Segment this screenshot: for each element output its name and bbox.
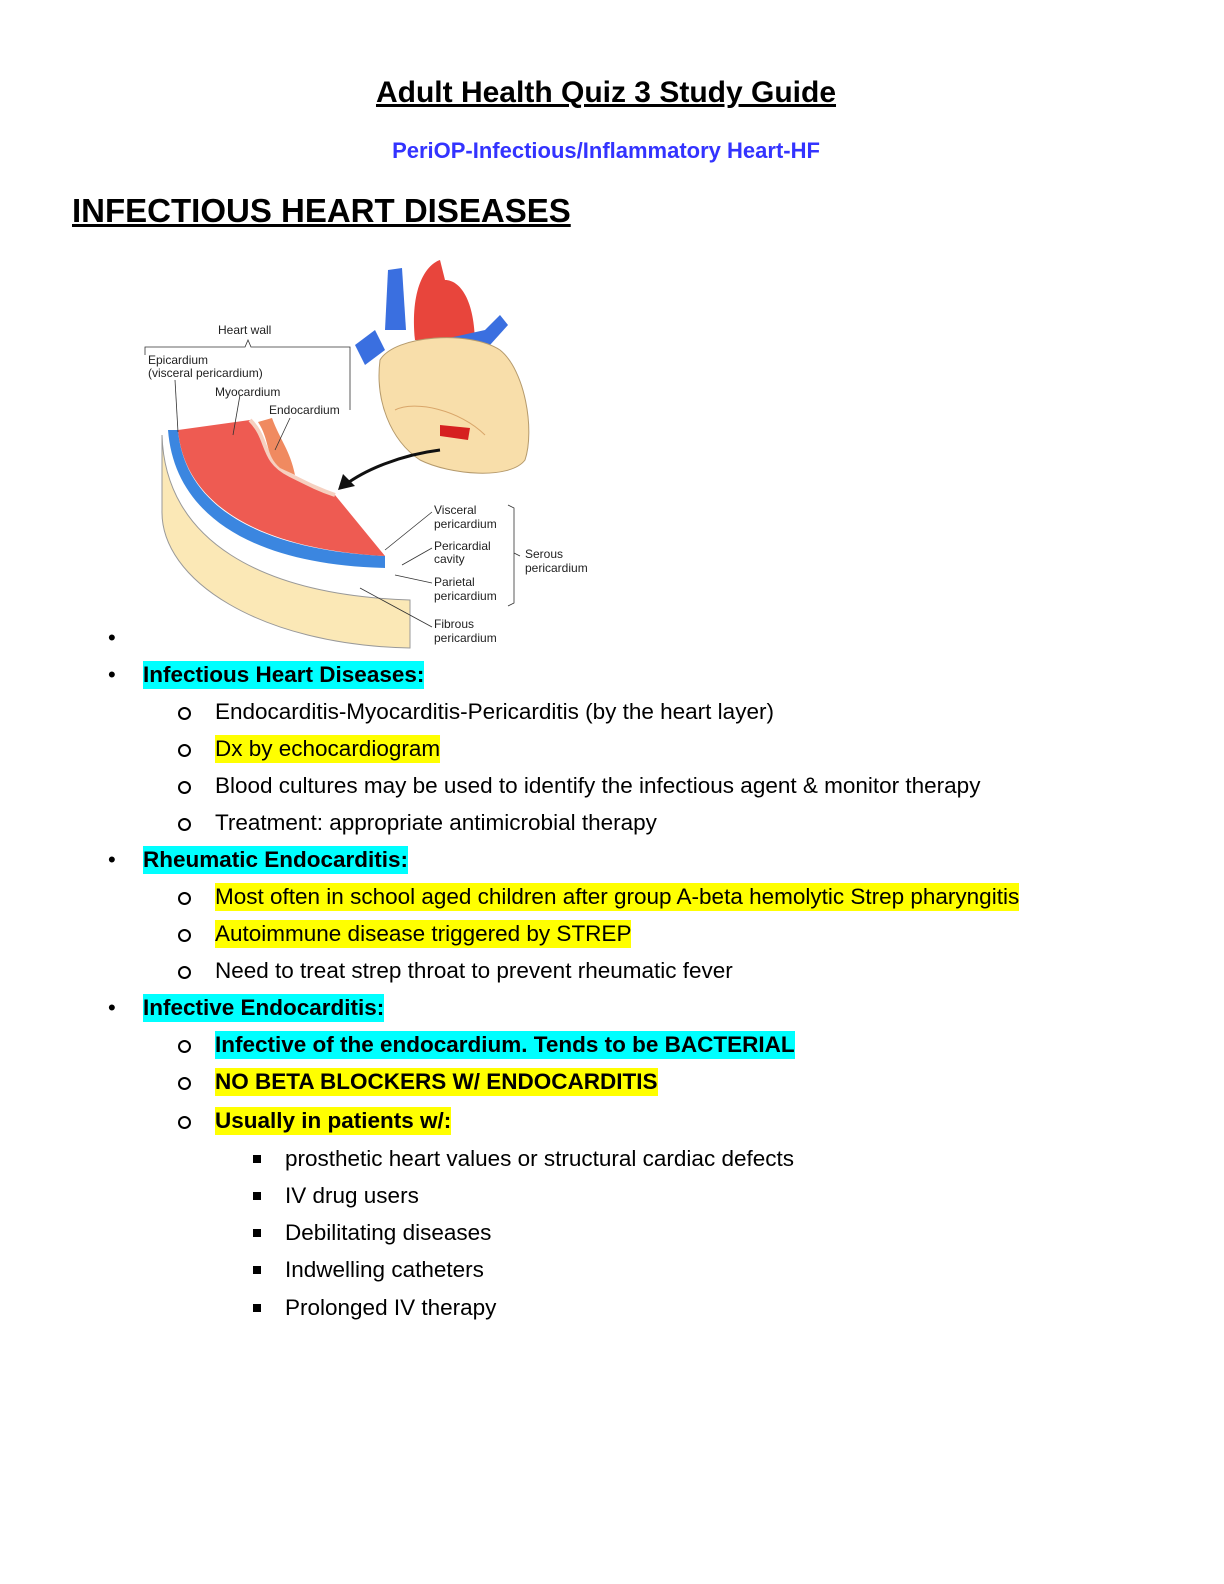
item-text: Autoimmune disease triggered by STREP (215, 920, 632, 948)
diagram-labels: Heart wall Epicardium (visceral pericard… (148, 323, 588, 645)
item-text: Treatment: appropriate antimicrobial the… (215, 810, 657, 835)
item-text: Dx by echocardiogram (215, 735, 441, 763)
subitem-text: IV drug users (285, 1183, 419, 1208)
square-bullet-icon (253, 1155, 261, 1163)
circle-bullet-icon (178, 929, 191, 942)
heart-illustration (338, 260, 530, 490)
item-text: Endocarditis-Myocarditis-Pericarditis (b… (215, 699, 774, 724)
label-endocardium: Endocardium (269, 403, 340, 417)
circle-bullet-icon (178, 707, 191, 720)
item-text: Most often in school aged children after… (215, 883, 1020, 911)
bullet-icon: • (108, 847, 116, 872)
label-fibrous: Fibrous (434, 617, 474, 631)
circle-bullet-icon (178, 892, 191, 905)
label-heart-wall: Heart wall (218, 323, 271, 337)
section-heading: INFECTIOUS HEART DISEASES (72, 192, 571, 229)
circle-bullet-icon (178, 966, 191, 979)
item-text: Blood cultures may be used to identify t… (215, 773, 981, 798)
square-bullet-icon (253, 1192, 261, 1200)
square-bullet-icon (253, 1229, 261, 1237)
square-bullet-icon (253, 1304, 261, 1312)
circle-bullet-icon (178, 1077, 191, 1090)
item-text: NO BETA BLOCKERS W/ ENDOCARDITIS (215, 1068, 658, 1096)
item-text: Usually in patients w/: (215, 1107, 452, 1135)
section-title: Infective Endocarditis: (143, 994, 385, 1022)
label-epicardium: Epicardium (148, 353, 208, 367)
document-title: Adult Health Quiz 3 Study Guide (0, 76, 1212, 110)
circle-bullet-icon (178, 1040, 191, 1053)
square-bullet-icon (253, 1266, 261, 1274)
label-myocardium: Myocardium (215, 385, 280, 399)
subitem-text: Prolonged IV therapy (285, 1295, 497, 1320)
document-subtitle: PeriOP-Infectious/Inflammatory Heart-HF (392, 138, 820, 163)
circle-bullet-icon (178, 781, 191, 794)
circle-bullet-icon (178, 744, 191, 757)
subitem-text: prosthetic heart values or structural ca… (285, 1146, 794, 1171)
label-visceral: Visceral (434, 503, 476, 517)
section-title: Infectious Heart Diseases: (143, 661, 425, 689)
section-title: Rheumatic Endocarditis: (143, 846, 409, 874)
circle-bullet-icon (178, 818, 191, 831)
label-parietal-sub: pericardium (434, 589, 497, 603)
bullet-icon: • (108, 625, 116, 650)
wall-cross-section (161, 418, 411, 649)
label-serous: Serous (525, 547, 563, 561)
bullet-icon: • (108, 662, 116, 687)
item-text: Need to treat strep throat to prevent rh… (215, 958, 733, 983)
circle-bullet-icon (178, 1116, 191, 1129)
label-fibrous-sub: pericardium (434, 631, 497, 645)
label-serous-sub: pericardium (525, 561, 588, 575)
title-text: Adult Health Quiz 3 Study Guide (375, 76, 837, 109)
label-visceral-sub: pericardium (434, 517, 497, 531)
diagram-leader-lines (144, 338, 521, 628)
subitem-text: Indwelling catheters (285, 1257, 484, 1282)
label-cavity: Pericardial (434, 539, 491, 553)
label-epicardium-sub: (visceral pericardium) (148, 366, 263, 380)
subitem-text: Debilitating diseases (285, 1220, 492, 1245)
heart-wall-diagram: Heart wall Epicardium (visceral pericard… (144, 260, 588, 649)
label-cavity-sub: cavity (434, 552, 465, 566)
label-parietal: Parietal (434, 575, 475, 589)
item-text: Infective of the endocardium. Tends to b… (215, 1031, 795, 1059)
bullet-icon: • (108, 995, 116, 1020)
